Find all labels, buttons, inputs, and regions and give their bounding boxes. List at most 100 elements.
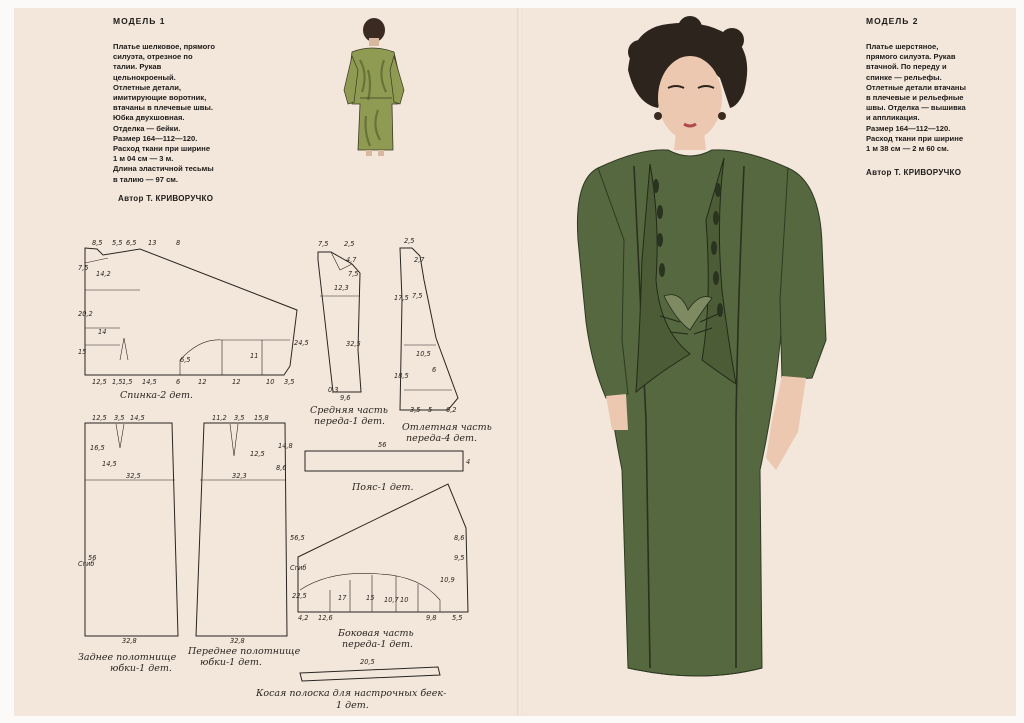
svg-text:9,5: 9,5 <box>454 554 465 562</box>
svg-text:6,5: 6,5 <box>180 356 191 364</box>
svg-text:9,8: 9,8 <box>426 614 437 622</box>
svg-text:4,2: 4,2 <box>298 614 309 622</box>
back-skirt-pattern-piece: 12,5 3,5 14,5 16,5 14,5 32,5 56 32,8 Сги… <box>78 414 179 674</box>
front-skirt-pattern-piece: 11,2 3,5 15,8 12,5 32,3 8,6 14,8 56,5 32… <box>187 414 305 668</box>
svg-text:10: 10 <box>266 378 274 386</box>
svg-text:32,3: 32,3 <box>232 472 247 480</box>
svg-text:Косая полоска для настрочных б: Косая полоска для настрочных беек- <box>255 688 446 699</box>
model1-author: Автор Т. КРИВОРУЧКО <box>118 194 214 203</box>
svg-text:Сгиб: Сгиб <box>290 564 306 572</box>
svg-text:переда-1 дет.: переда-1 дет. <box>314 416 385 427</box>
svg-text:6: 6 <box>432 366 436 374</box>
svg-text:3,5: 3,5 <box>410 406 421 414</box>
svg-text:10,7: 10,7 <box>384 596 399 604</box>
svg-text:12,5: 12,5 <box>92 414 107 422</box>
svg-text:14,2: 14,2 <box>96 270 111 278</box>
svg-text:20,5: 20,5 <box>360 658 375 666</box>
svg-text:7,5: 7,5 <box>412 292 423 300</box>
svg-text:14,8: 14,8 <box>278 442 293 450</box>
svg-text:15,8: 15,8 <box>254 414 269 422</box>
svg-text:4: 4 <box>466 458 470 466</box>
svg-text:1,5: 1,5 <box>122 378 133 386</box>
svg-text:8,5: 8,5 <box>92 239 103 247</box>
bias-strip-pattern-piece: 20,5 Косая полоска для настрочных беек- … <box>255 658 446 711</box>
svg-text:Заднее полотнище: Заднее полотнище <box>78 652 177 663</box>
svg-text:8: 8 <box>176 239 180 247</box>
svg-text:12: 12 <box>232 378 240 386</box>
svg-text:переда-1 дет.: переда-1 дет. <box>342 639 413 650</box>
svg-text:8,6: 8,6 <box>454 534 465 542</box>
svg-text:4,7: 4,7 <box>346 256 357 264</box>
svg-text:17: 17 <box>338 594 347 602</box>
svg-text:7,5: 7,5 <box>78 264 89 272</box>
svg-text:юбки-1 дет.: юбки-1 дет. <box>200 657 262 668</box>
svg-text:17,5: 17,5 <box>394 294 409 302</box>
svg-text:Средняя часть: Средняя часть <box>310 405 388 416</box>
svg-text:56: 56 <box>88 554 96 562</box>
left-page <box>14 8 518 716</box>
svg-text:1 дет.: 1 дет. <box>336 700 369 711</box>
svg-text:6,2: 6,2 <box>446 406 457 414</box>
svg-text:12,3: 12,3 <box>334 284 349 292</box>
svg-text:5,5: 5,5 <box>112 239 123 247</box>
svg-text:16,5: 16,5 <box>90 444 105 452</box>
svg-text:24,5: 24,5 <box>294 339 309 347</box>
svg-text:3,5: 3,5 <box>114 414 125 422</box>
model2-description: Платье шерстяное, прямого силуэта. Рукав… <box>866 42 967 154</box>
svg-text:2,5: 2,5 <box>344 240 355 248</box>
svg-text:Отлетная часть: Отлетная часть <box>402 422 492 433</box>
svg-text:14,5: 14,5 <box>102 460 117 468</box>
svg-text:15: 15 <box>78 348 86 356</box>
svg-text:7,5: 7,5 <box>348 270 359 278</box>
svg-text:22,5: 22,5 <box>292 592 307 600</box>
back-piece-label: Спинка-2 дет. <box>120 390 193 401</box>
flyaway-pattern-piece: 2,5 2,7 17,5 7,5 10,5 6 18,5 3,5 5 6,2 О… <box>394 237 492 444</box>
svg-text:12,5: 12,5 <box>92 378 107 386</box>
svg-text:5: 5 <box>428 406 432 414</box>
svg-text:12: 12 <box>198 378 206 386</box>
svg-text:12,6: 12,6 <box>318 614 333 622</box>
back-pattern-piece: 8,5 5,5 6,5 13 8 7,5 14,2 20,2 14 15 12,… <box>78 239 309 401</box>
svg-text:0,3: 0,3 <box>328 386 339 394</box>
svg-text:32,5: 32,5 <box>126 472 141 480</box>
svg-text:3,5: 3,5 <box>284 378 295 386</box>
svg-text:11: 11 <box>250 352 258 360</box>
svg-text:Переднее полотнище: Переднее полотнище <box>187 646 301 657</box>
svg-text:6,5: 6,5 <box>126 239 137 247</box>
svg-text:32,5: 32,5 <box>346 340 361 348</box>
page-gutter <box>517 8 523 716</box>
svg-text:32,8: 32,8 <box>122 637 137 645</box>
svg-text:32,8: 32,8 <box>230 637 245 645</box>
side-front-pattern-piece: 4,2 12,6 17 15 10 10,7 9,8 5,5 8,6 9,5 1… <box>290 483 469 650</box>
svg-text:6: 6 <box>176 378 180 386</box>
svg-text:13: 13 <box>148 239 156 247</box>
model1-heading: МОДЕЛЬ 1 <box>113 16 166 26</box>
svg-text:юбки-1 дет.: юбки-1 дет. <box>110 663 172 674</box>
svg-text:15: 15 <box>366 594 374 602</box>
svg-text:14,5: 14,5 <box>130 414 145 422</box>
svg-text:3,5: 3,5 <box>234 414 245 422</box>
belt-pattern-piece: 56 4 Пояс-1 дет. <box>304 441 470 493</box>
svg-text:14: 14 <box>98 328 106 336</box>
svg-text:12,5: 12,5 <box>250 450 265 458</box>
svg-text:56,5: 56,5 <box>290 534 305 542</box>
front-middle-pattern-piece: 7,5 2,5 4,7 7,5 12,3 32,5 0,3 9,6 Средня… <box>310 240 388 427</box>
svg-text:18,5: 18,5 <box>394 372 409 380</box>
model2-heading: МОДЕЛЬ 2 <box>866 16 919 26</box>
svg-text:Боковая часть: Боковая часть <box>337 628 414 639</box>
svg-text:20,2: 20,2 <box>78 310 93 318</box>
svg-text:Сгиб: Сгиб <box>78 560 94 568</box>
svg-text:10,9: 10,9 <box>440 576 455 584</box>
svg-text:переда-4 дет.: переда-4 дет. <box>406 433 477 444</box>
svg-text:9,6: 9,6 <box>340 394 351 402</box>
svg-text:8,6: 8,6 <box>276 464 287 472</box>
svg-text:2,7: 2,7 <box>414 256 425 264</box>
svg-text:Пояс-1 дет.: Пояс-1 дет. <box>351 482 414 493</box>
svg-text:1,5: 1,5 <box>112 378 123 386</box>
model1-description: Платье шелковое, прямого силуэта, отрезн… <box>113 42 216 184</box>
svg-text:56: 56 <box>378 441 386 449</box>
svg-text:5,5: 5,5 <box>452 614 463 622</box>
svg-text:11,2: 11,2 <box>212 414 227 422</box>
svg-text:2,5: 2,5 <box>404 237 415 245</box>
